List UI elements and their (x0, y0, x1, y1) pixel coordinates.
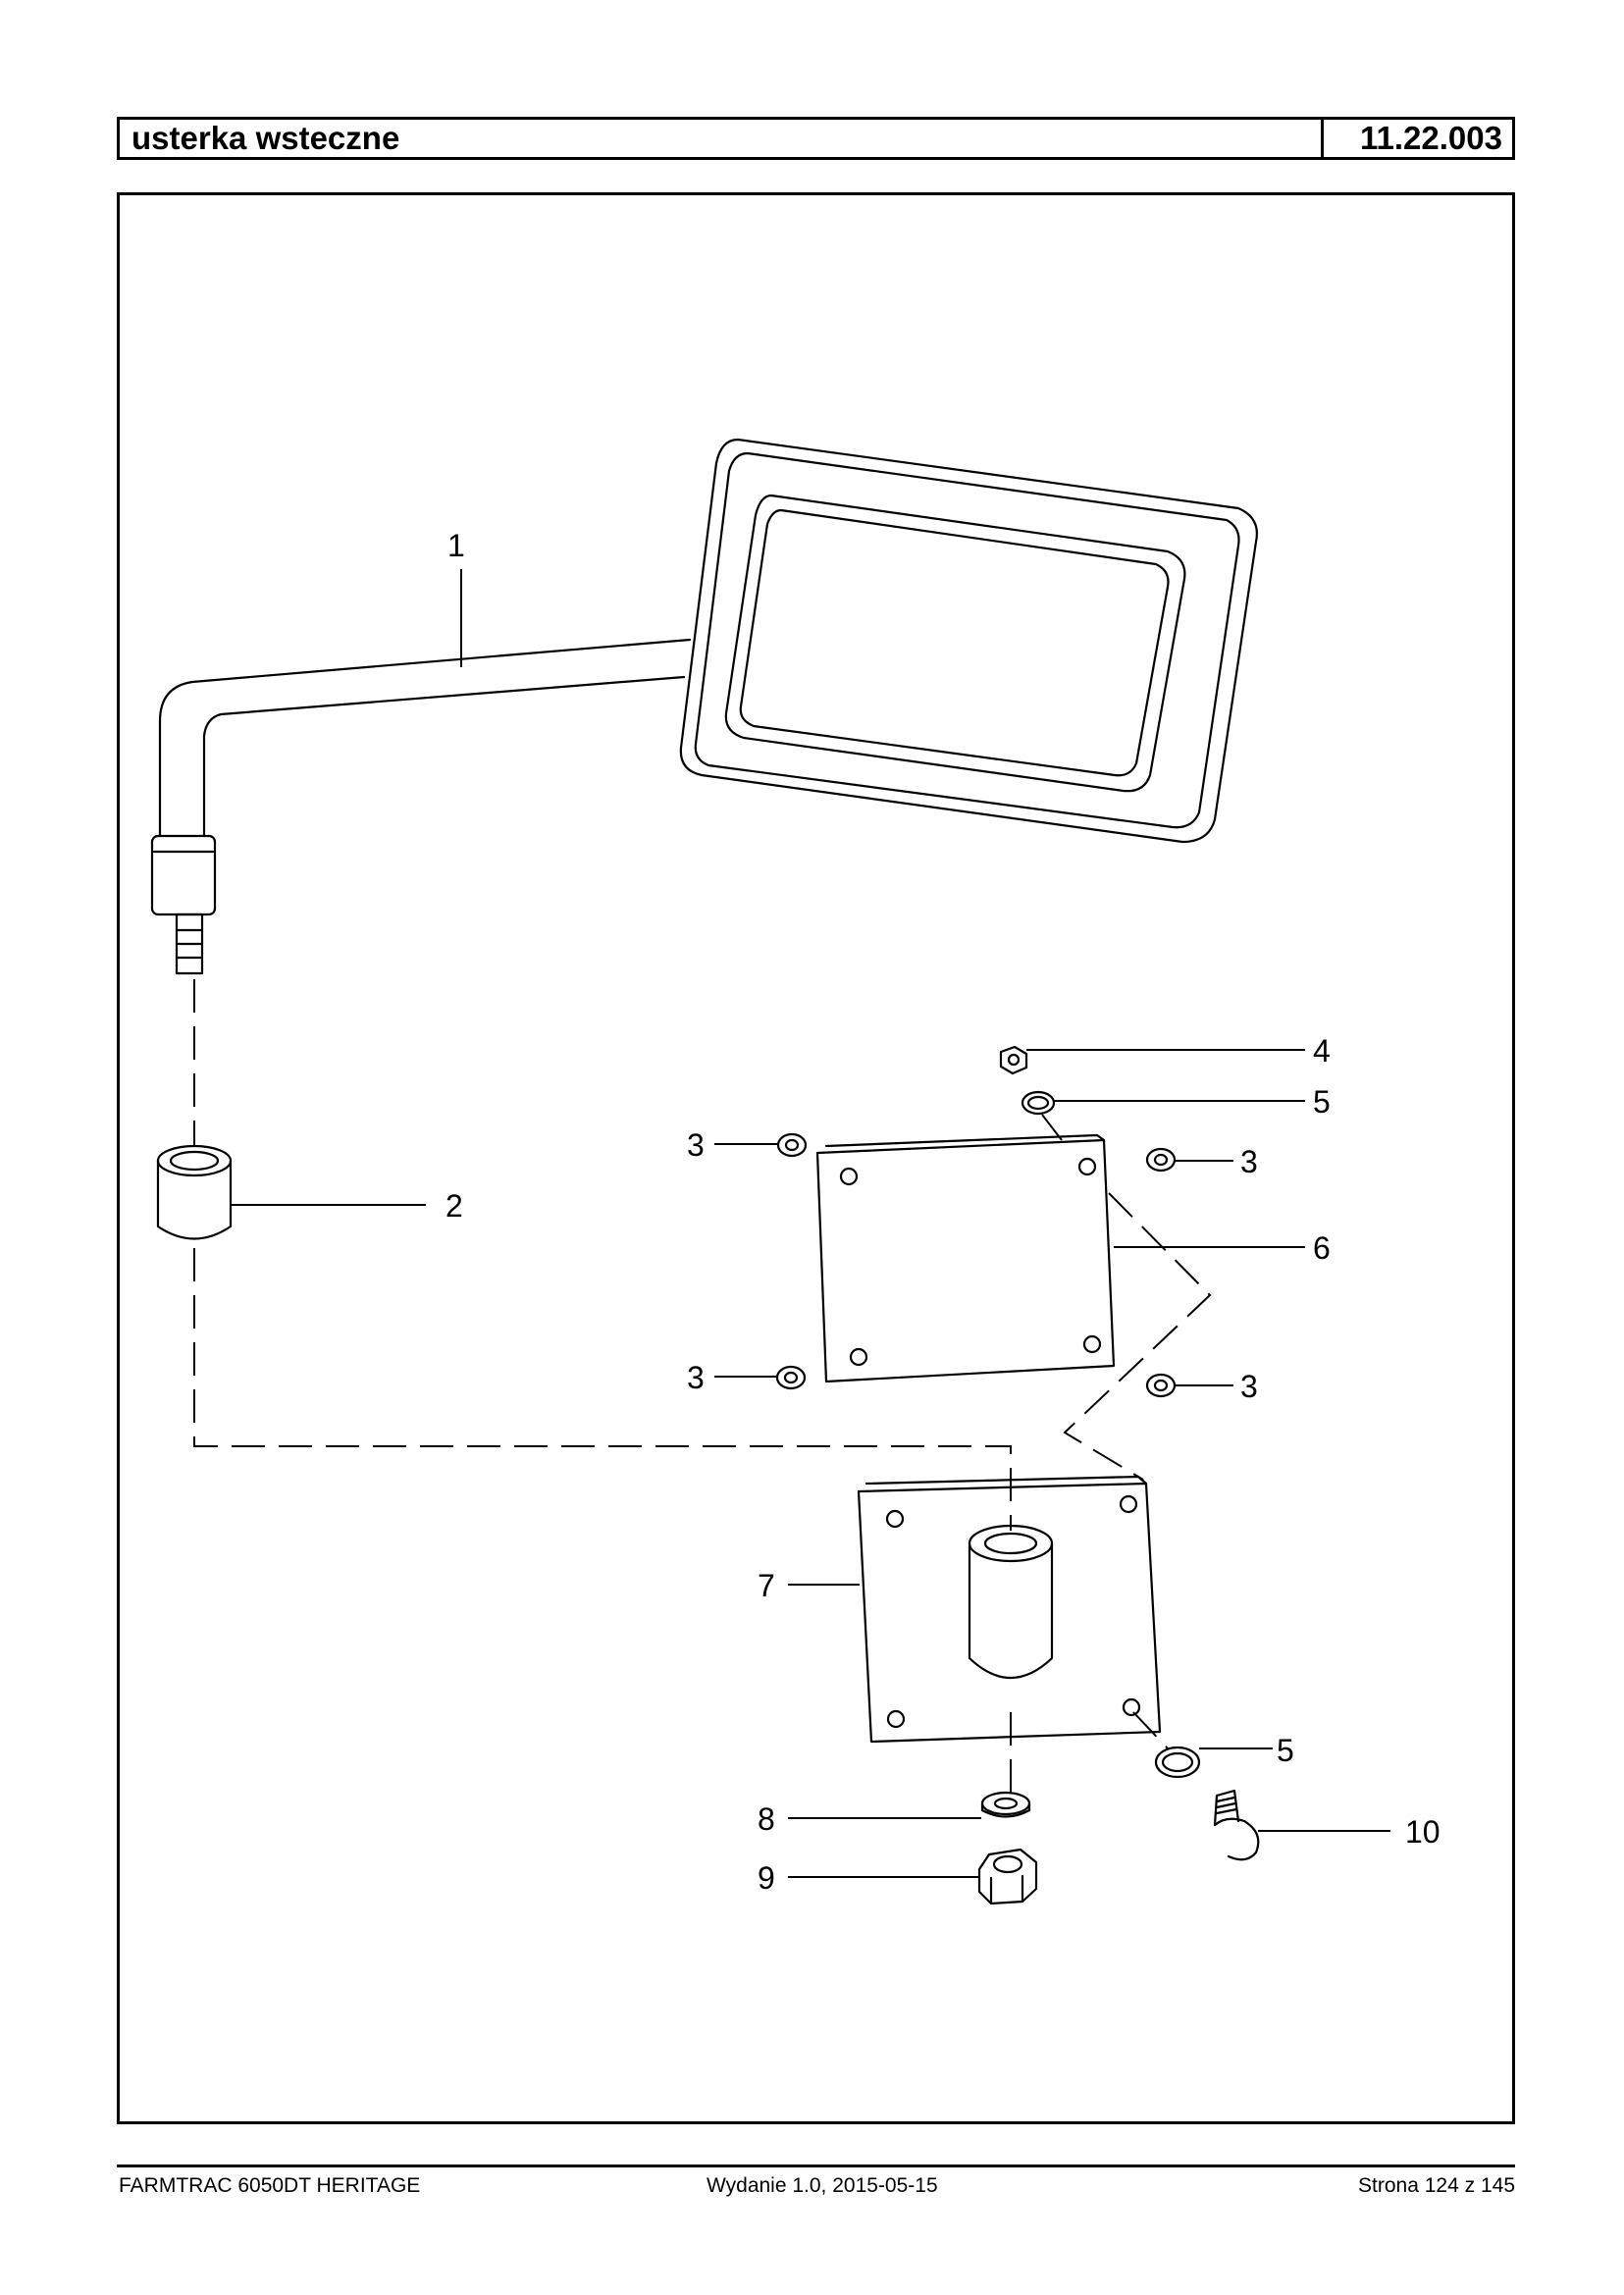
sleeve (156, 1144, 233, 1240)
callout-5-upper: 5 (1313, 1084, 1331, 1120)
callout-1: 1 (447, 528, 465, 563)
mirror-arm (150, 638, 692, 975)
footer-model: FARMTRAC 6050DT HERITAGE (119, 2174, 421, 2197)
hex-nut (977, 1848, 1038, 1905)
callout-5-lower: 5 (1277, 1733, 1294, 1768)
footer-divider (117, 2165, 1515, 2167)
callout-10: 10 (1405, 1814, 1441, 1850)
upper-plate (815, 1133, 1116, 1383)
callout-3-upper-left: 3 (687, 1127, 705, 1163)
callout-labels: 1 2 3 3 3 3 4 5 5 6 7 8 9 10 (445, 528, 1441, 1896)
washers (775, 1132, 1177, 1398)
callout-3-lower-right: 3 (1240, 1369, 1258, 1404)
callout-8: 8 (758, 1801, 775, 1837)
footer-edition: Wydanie 1.0, 2015-05-15 (707, 2174, 938, 2197)
callout-3-upper-right: 3 (1240, 1144, 1258, 1179)
small-nut (999, 1045, 1028, 1075)
callout-7: 7 (758, 1568, 775, 1603)
section-code: 11.22.003 (1321, 120, 1512, 157)
o-ring-lower (1154, 1746, 1201, 1779)
callout-6: 6 (1313, 1230, 1331, 1266)
bolt (1213, 1789, 1260, 1861)
page-header: usterka wsteczne 11.22.003 (117, 117, 1515, 160)
callout-4: 4 (1313, 1033, 1331, 1069)
footer-page-number: Strona 124 z 145 (1358, 2174, 1515, 2197)
diagram-frame (117, 192, 1515, 2124)
flat-washer (980, 1791, 1031, 1818)
callout-2: 2 (445, 1188, 463, 1224)
callout-9: 9 (758, 1860, 775, 1896)
page-title: usterka wsteczne (131, 120, 400, 156)
lower-plate (857, 1475, 1162, 1744)
callout-3-lower-left: 3 (687, 1360, 705, 1395)
mirror-head (679, 438, 1258, 844)
o-ring-upper (1021, 1090, 1056, 1116)
